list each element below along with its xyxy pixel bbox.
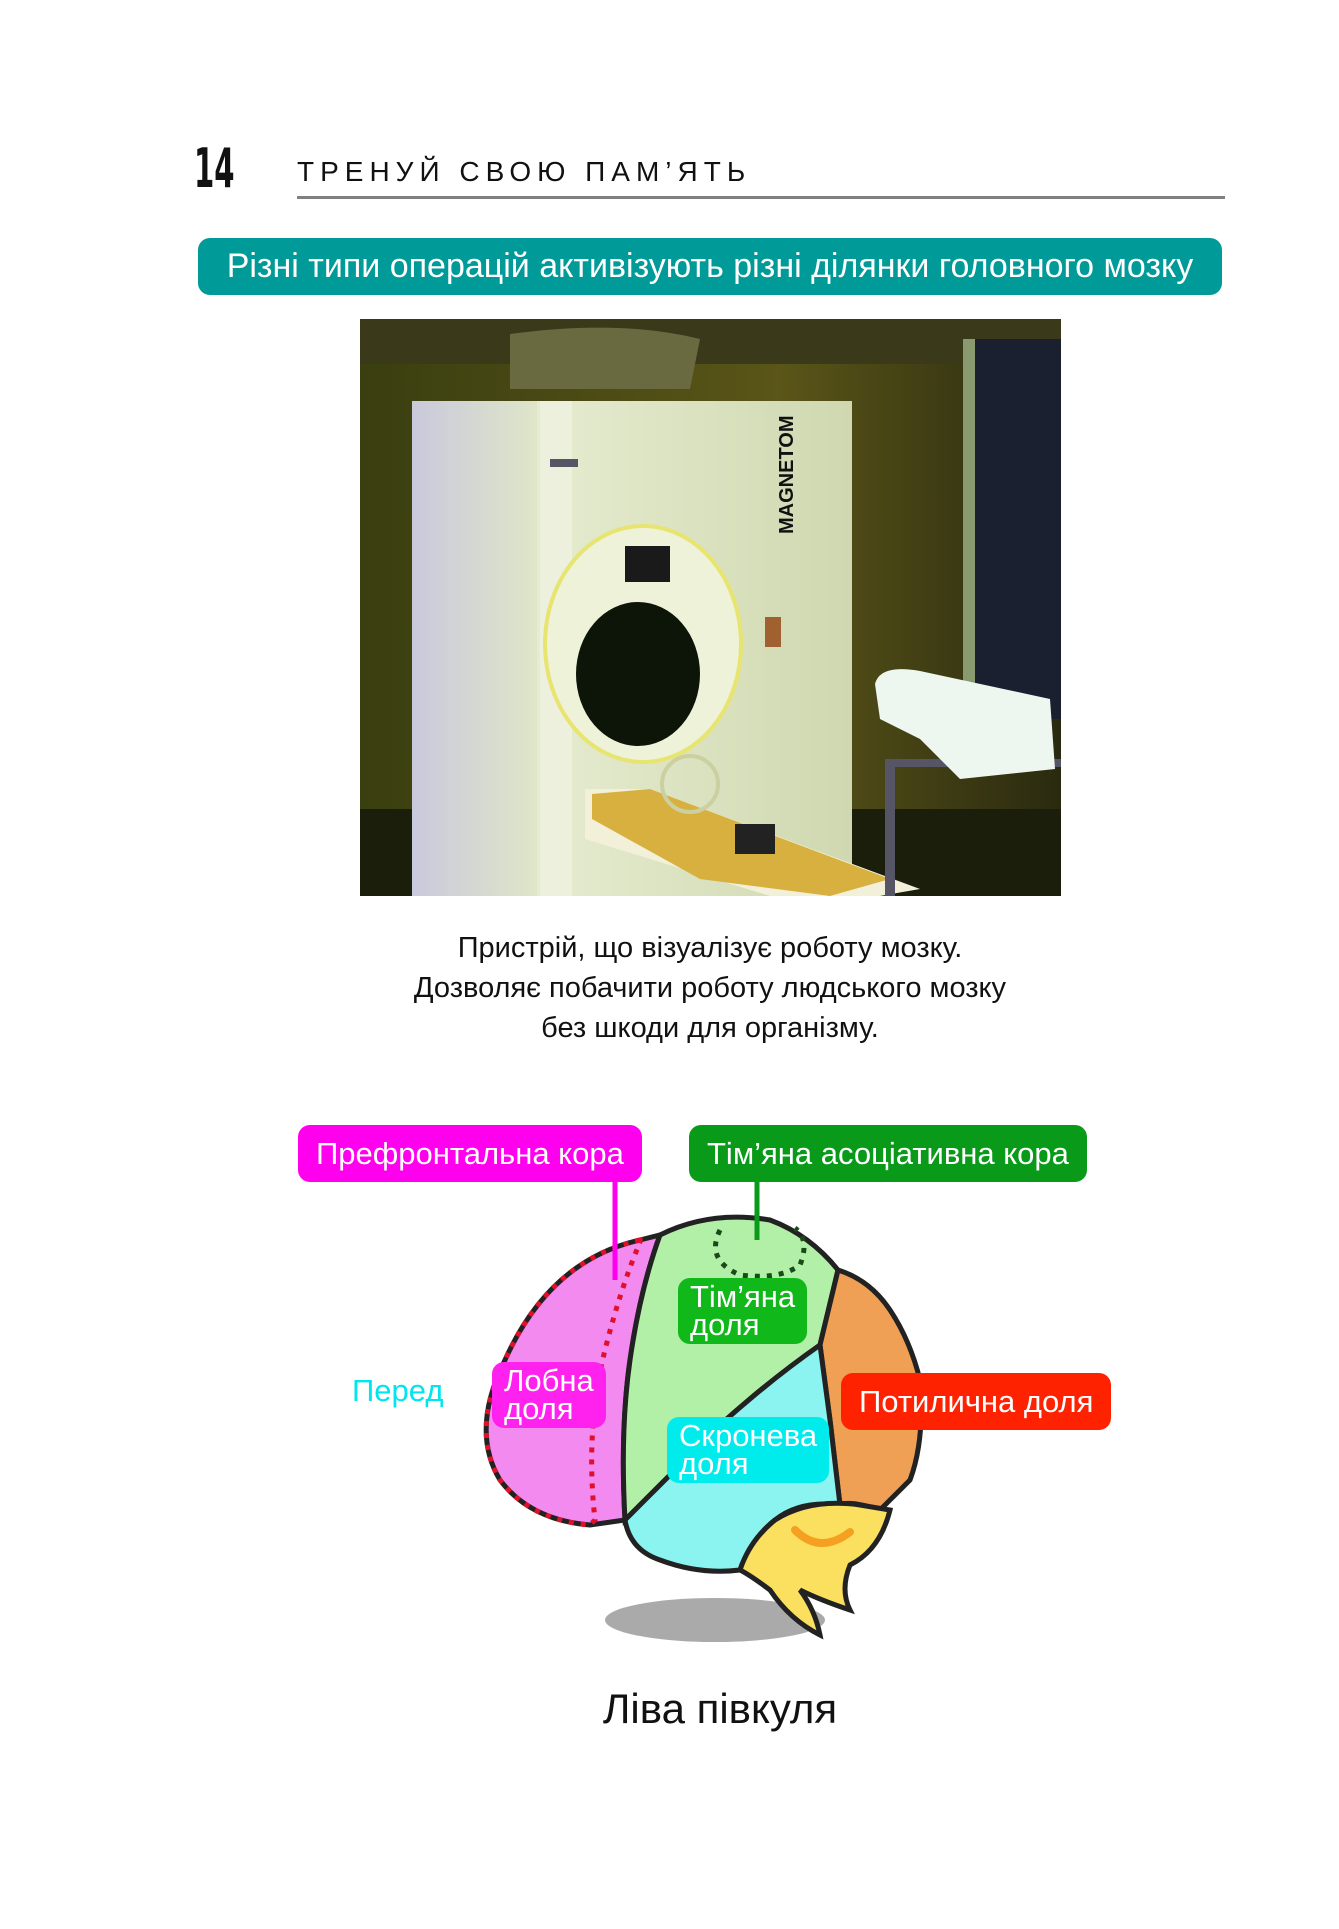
header-rule: [297, 196, 1225, 199]
label-line: Тім’яна: [690, 1279, 796, 1314]
running-title: ТРЕНУЙ СВОЮ ПАМ’ЯТЬ: [297, 156, 752, 187]
caption-line: Пристрій, що візуалізує роботу мозку.: [457, 932, 963, 964]
page-number: 14: [194, 137, 235, 200]
caption-line: без шкоди для організму.: [541, 1012, 879, 1044]
label-front: Перед: [352, 1373, 444, 1408]
cerebellum-shape: [736, 1500, 894, 1640]
label-line: Лобна: [504, 1363, 594, 1398]
diagram-title: Ліва півкуля: [602, 1685, 838, 1732]
label-line: доля: [504, 1391, 574, 1426]
label-frontal-lobe: Лобна доля: [492, 1362, 606, 1428]
label-parietal-association-cortex: Тім’яна асоціативна кора: [689, 1125, 1087, 1182]
label-prefrontal-cortex: Префронтальна кора: [298, 1125, 642, 1182]
label-line: доля: [690, 1307, 760, 1342]
caption-line: Дозволяє побачити роботу людського мозку: [413, 972, 1007, 1004]
label-occipital-lobe: Потилична доля: [841, 1373, 1112, 1430]
label-line: Скронева: [679, 1418, 818, 1453]
photo-caption: Пристрій, що візуалізує роботу мозку. До…: [300, 928, 1120, 1048]
device-label: MAGNETOM: [776, 415, 798, 534]
scanner-side: [412, 401, 537, 949]
label-temporal-lobe: Скронева доля: [667, 1417, 830, 1483]
brain-shadow: [605, 1598, 825, 1642]
label-parietal-lobe: Тім’яна доля: [678, 1278, 808, 1344]
section-banner: Різні типи операцій активізують різні ді…: [198, 238, 1222, 295]
mri-photo: MAGNETOM: [360, 319, 1061, 949]
label-line: доля: [679, 1446, 749, 1481]
